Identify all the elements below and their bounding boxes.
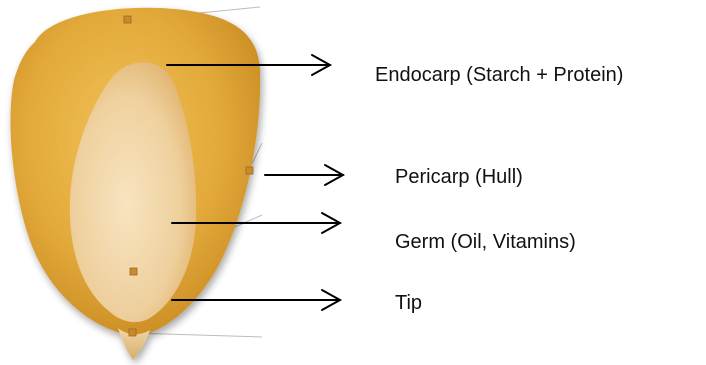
- marker-endocarp: [124, 16, 131, 23]
- corn-kernel: [10, 8, 260, 360]
- arrow-pericarp: [265, 165, 343, 185]
- leader-line-tip: [132, 333, 262, 337]
- label-tip: Tip: [395, 291, 422, 315]
- marker-tip: [129, 329, 136, 336]
- marker-pericarp: [246, 167, 253, 174]
- label-germ: Germ (Oil, Vitamins): [395, 230, 576, 254]
- marker-germ: [130, 268, 137, 275]
- label-endocarp: Endocarp (Starch + Protein): [375, 63, 623, 87]
- label-pericarp: Pericarp (Hull): [395, 165, 523, 189]
